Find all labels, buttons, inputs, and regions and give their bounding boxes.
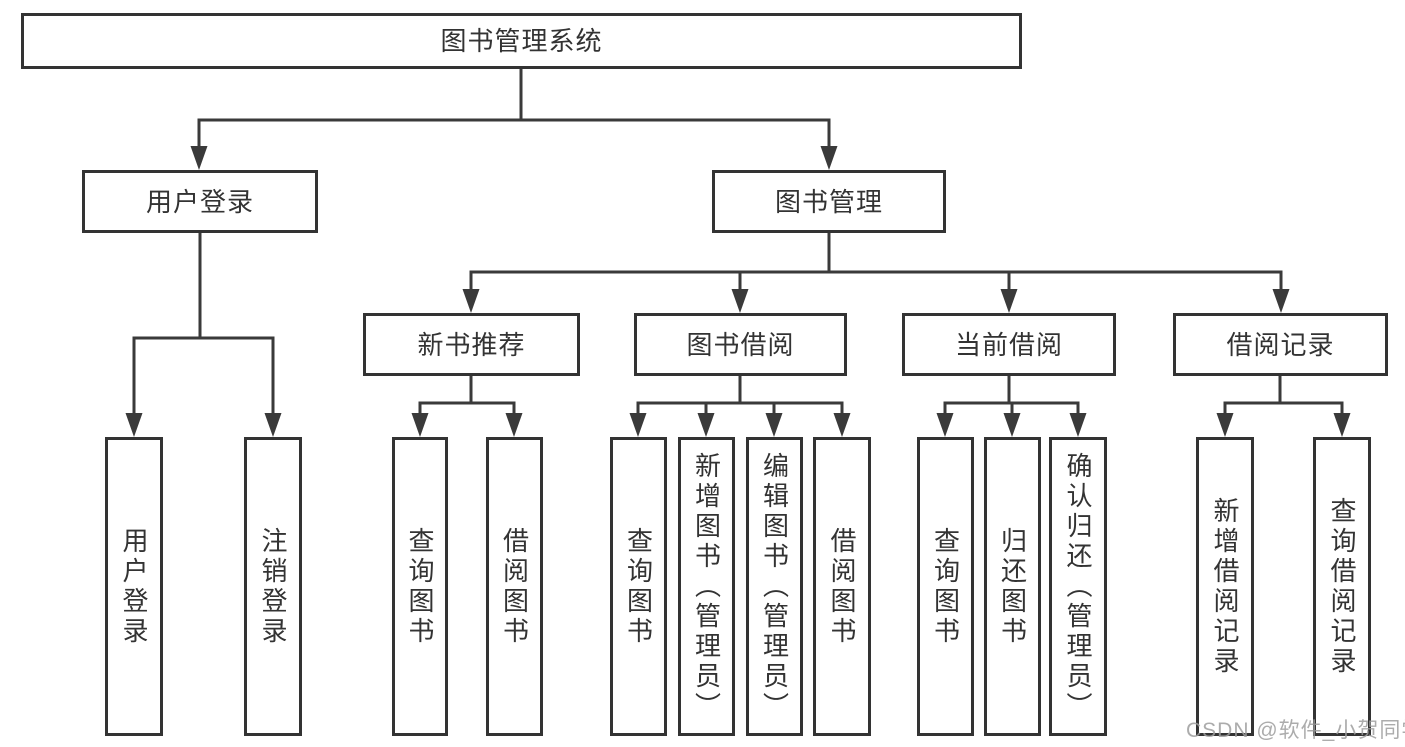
node-book-management: 图书管理 bbox=[712, 170, 946, 233]
node-leaf-borrow-books-recommend-label: 借阅图书 bbox=[499, 526, 530, 647]
node-leaf-edit-books-admin-label: 编辑图书（管理员） bbox=[759, 451, 790, 722]
arrowhead-icon bbox=[731, 289, 749, 313]
connector-root-to-level2 bbox=[190, 67, 838, 170]
node-leaf-confirm-return-admin: 确认归还（管理员） bbox=[1049, 437, 1107, 736]
node-book-management-label: 图书管理 bbox=[774, 186, 883, 217]
arrowhead-icon bbox=[1272, 289, 1290, 313]
arrowhead-icon bbox=[462, 289, 480, 313]
node-current-borrowing: 当前借阅 bbox=[902, 313, 1116, 376]
node-leaf-add-borrow-record: 新增借阅记录 bbox=[1196, 437, 1254, 736]
node-new-book-recommendation: 新书推荐 bbox=[363, 313, 580, 376]
arrowhead-icon bbox=[936, 413, 954, 437]
node-leaf-query-books-recommend: 查询图书 bbox=[392, 437, 448, 736]
arrowhead-icon bbox=[190, 146, 208, 170]
node-new-book-recommendation-label: 新书推荐 bbox=[417, 329, 526, 360]
node-leaf-borrow-books-recommend: 借阅图书 bbox=[486, 437, 543, 736]
arrowhead-icon bbox=[833, 413, 851, 437]
arrowhead-icon bbox=[1000, 289, 1018, 313]
node-leaf-edit-books-admin: 编辑图书（管理员） bbox=[746, 437, 803, 736]
node-leaf-query-books-recommend-label: 查询图书 bbox=[405, 526, 435, 647]
node-leaf-borrow-books: 借阅图书 bbox=[813, 437, 871, 736]
node-user-login-label: 用户登录 bbox=[145, 186, 254, 217]
arrowhead-icon bbox=[820, 146, 838, 170]
node-leaf-add-books-admin-label: 新增图书（管理员） bbox=[691, 451, 722, 722]
node-leaf-return-books-label: 归还图书 bbox=[997, 526, 1028, 647]
node-leaf-logout-label: 注销登录 bbox=[258, 526, 288, 647]
node-borrowing-records-label: 借阅记录 bbox=[1226, 329, 1335, 360]
node-leaf-confirm-return-admin-label: 确认归还（管理员） bbox=[1063, 451, 1093, 722]
node-leaf-query-books-current-label: 查询图书 bbox=[930, 526, 961, 647]
node-leaf-return-books: 归还图书 bbox=[984, 437, 1041, 736]
csdn-watermark: CSDN @软件_小贺同学 bbox=[1186, 719, 1405, 742]
connector-book-management-to-level3 bbox=[462, 231, 1290, 313]
connector-book-borrowing-to-leaves bbox=[629, 374, 851, 437]
node-root: 图书管理系统 bbox=[21, 13, 1022, 69]
node-book-borrowing-label: 图书借阅 bbox=[686, 329, 795, 360]
node-leaf-query-books-borrowing: 查询图书 bbox=[610, 437, 667, 736]
arrowhead-icon bbox=[697, 413, 715, 437]
node-leaf-user-login: 用户登录 bbox=[105, 437, 163, 736]
node-leaf-query-borrow-record: 查询借阅记录 bbox=[1313, 437, 1371, 736]
arrowhead-icon bbox=[1333, 413, 1351, 437]
arrowhead-icon bbox=[1003, 413, 1021, 437]
node-current-borrowing-label: 当前借阅 bbox=[954, 329, 1063, 360]
connector-user-login-to-leaves bbox=[125, 231, 282, 437]
arrowhead-icon bbox=[765, 413, 783, 437]
node-leaf-query-borrow-record-label: 查询借阅记录 bbox=[1327, 496, 1357, 677]
node-borrowing-records: 借阅记录 bbox=[1173, 313, 1388, 376]
node-leaf-add-borrow-record-label: 新增借阅记录 bbox=[1210, 496, 1240, 677]
node-leaf-add-books-admin: 新增图书（管理员） bbox=[678, 437, 735, 736]
node-leaf-user-login-label: 用户登录 bbox=[119, 526, 149, 647]
connector-new-book-to-leaves bbox=[411, 374, 523, 437]
arrowhead-icon bbox=[1069, 413, 1087, 437]
connector-current-borrowing-to-leaves bbox=[936, 374, 1087, 437]
arrowhead-icon bbox=[411, 413, 429, 437]
node-root-label: 图书管理系统 bbox=[440, 26, 603, 56]
node-leaf-query-books-current: 查询图书 bbox=[917, 437, 974, 736]
arrowhead-icon bbox=[1216, 413, 1234, 437]
arrowhead-icon bbox=[125, 413, 143, 437]
arrowhead-icon bbox=[629, 413, 647, 437]
node-leaf-borrow-books-label: 借阅图书 bbox=[827, 526, 857, 647]
node-book-borrowing: 图书借阅 bbox=[634, 313, 847, 376]
node-leaf-query-books-borrowing-label: 查询图书 bbox=[623, 526, 654, 647]
arrowhead-icon bbox=[264, 413, 282, 437]
node-user-login: 用户登录 bbox=[82, 170, 318, 233]
connector-borrowing-records-to-leaves bbox=[1216, 374, 1351, 437]
arrowhead-icon bbox=[505, 413, 523, 437]
node-leaf-logout: 注销登录 bbox=[244, 437, 302, 736]
